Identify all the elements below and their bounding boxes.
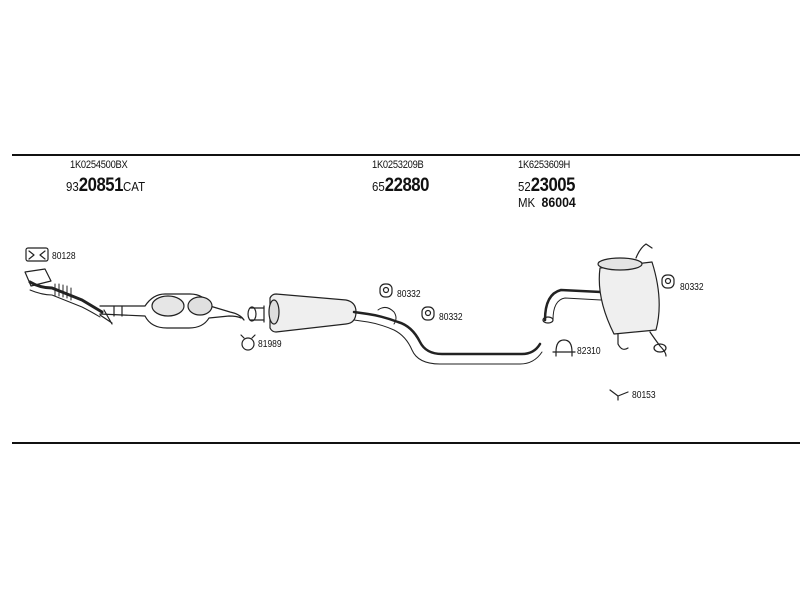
part-code-prefix: 65 <box>372 179 385 194</box>
accessory-label: 81989 <box>258 339 282 350</box>
rear-silencer <box>542 243 667 357</box>
rubber-hanger-icon <box>421 306 435 321</box>
bottom-rule <box>12 442 800 444</box>
part-code-number: 22880 <box>384 175 430 196</box>
mounting-kit-prefix: MK <box>518 195 536 210</box>
middle-silencer <box>247 293 543 365</box>
clamp-ring-icon <box>240 334 256 351</box>
accessory-label: 82310 <box>577 346 601 357</box>
accessory-label: 80153 <box>632 390 656 401</box>
top-rule <box>12 154 800 156</box>
bracket-icon <box>609 389 629 401</box>
front-pipe <box>24 268 113 325</box>
part-code: 6522880 <box>372 176 429 195</box>
part-code: 5223005 <box>518 176 575 195</box>
part-code-suffix: CAT <box>123 179 146 194</box>
part-oe-number: 1K6253609H <box>518 159 571 171</box>
accessory-label: 80332 <box>397 289 421 300</box>
part-oe-number: 1K0254500BX <box>70 159 128 171</box>
part-code: 9320851CAT <box>66 176 145 195</box>
accessory-label: 80128 <box>52 251 76 262</box>
mounting-kit-code: MK 86004 <box>518 195 576 209</box>
part-oe-number: 1K0253209B <box>372 159 424 171</box>
part-code-prefix: 93 <box>66 179 79 194</box>
u-clamp-icon <box>552 339 576 357</box>
gasket-icon <box>25 247 49 262</box>
rubber-hanger-icon <box>661 274 675 289</box>
part-code-number: 20851 <box>78 175 124 196</box>
catalytic-converter <box>99 293 245 329</box>
accessory-label: 80332 <box>439 312 463 323</box>
part-code-prefix: 52 <box>518 179 531 194</box>
mounting-kit-number: 86004 <box>541 194 576 210</box>
rubber-hanger-icon <box>379 283 393 298</box>
accessory-label: 80332 <box>680 282 704 293</box>
part-code-number: 23005 <box>530 175 576 196</box>
